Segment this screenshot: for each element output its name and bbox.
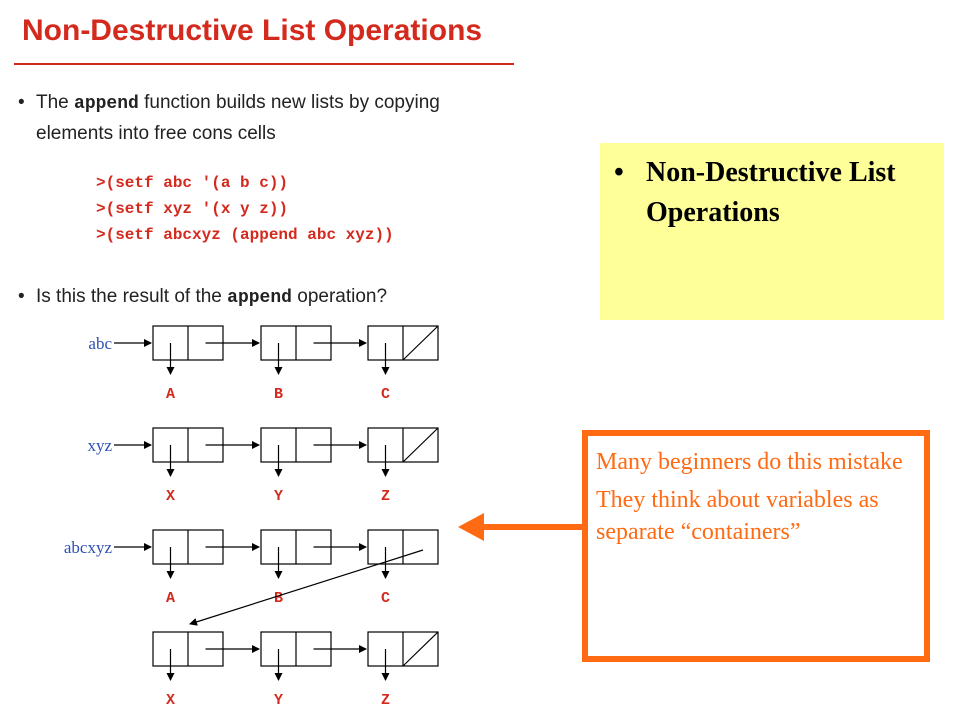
atom-label: Y [274,488,283,505]
append-keyword: append [74,94,139,114]
atom-label: Z [381,488,390,505]
bullet-text-pre: The [36,92,75,113]
bullet-text: Is this the result of the append operati… [18,282,518,313]
nil-slash [402,325,439,361]
code-block: >(setf abc '(a b c)) >(setf xyz '(x y z))… [96,170,394,248]
variable-label: abc [88,334,112,353]
variable-label: xyz [87,436,112,455]
atom-label: Y [274,692,283,709]
bullet-dot: • [614,157,624,188]
bullet-text-post: function builds new lists by copying ele… [36,92,440,144]
note-box: • Non-Destructive List Operations [600,143,944,320]
append-keyword: append [227,288,292,308]
note-bullet: • Non-Destructive List Operations [614,153,926,233]
atom-label: A [166,590,175,607]
atom-label: Z [381,692,390,709]
code-line: >(setf xyz '(x y z)) [96,200,289,218]
atom-label: B [274,386,283,403]
link-arrow-c-to-x [189,549,424,626]
atom-label: C [381,590,390,607]
callout-text: Many beginners do this mistake They thin… [596,446,916,554]
callout-box: Many beginners do this mistake They thin… [582,430,930,662]
bullet-dot: • [18,92,25,113]
bullet-dot: • [18,286,25,307]
bullet-text-pre: Is this the result of the [36,286,228,307]
bullet-append-description: • The append function builds new lists b… [18,88,498,148]
atom-label: C [381,386,390,403]
variable-label: abcxyz [64,538,113,557]
slide-title: Non-Destructive List Operations [22,14,483,47]
atom-label: A [166,386,175,403]
code-line: >(setf abc '(a b c)) [96,174,289,192]
callout-line-1: Many beginners do this mistake [596,449,903,475]
bullet-text: The append function builds new lists by … [18,88,498,148]
title-underline [14,63,514,65]
note-text: Non-Destructive List Operations [646,157,896,228]
nil-slash [402,427,439,463]
code-line: >(setf abcxyz (append abc xyz)) [96,226,394,244]
bullet-text-post: operation? [291,286,388,307]
atom-label: X [166,692,175,709]
nil-slash [402,631,439,667]
atom-label: B [274,590,283,607]
atom-label: X [166,488,175,505]
bullet-question: • Is this the result of the append opera… [18,282,518,313]
callout-line-2: They think about variables as separate “… [596,487,879,545]
